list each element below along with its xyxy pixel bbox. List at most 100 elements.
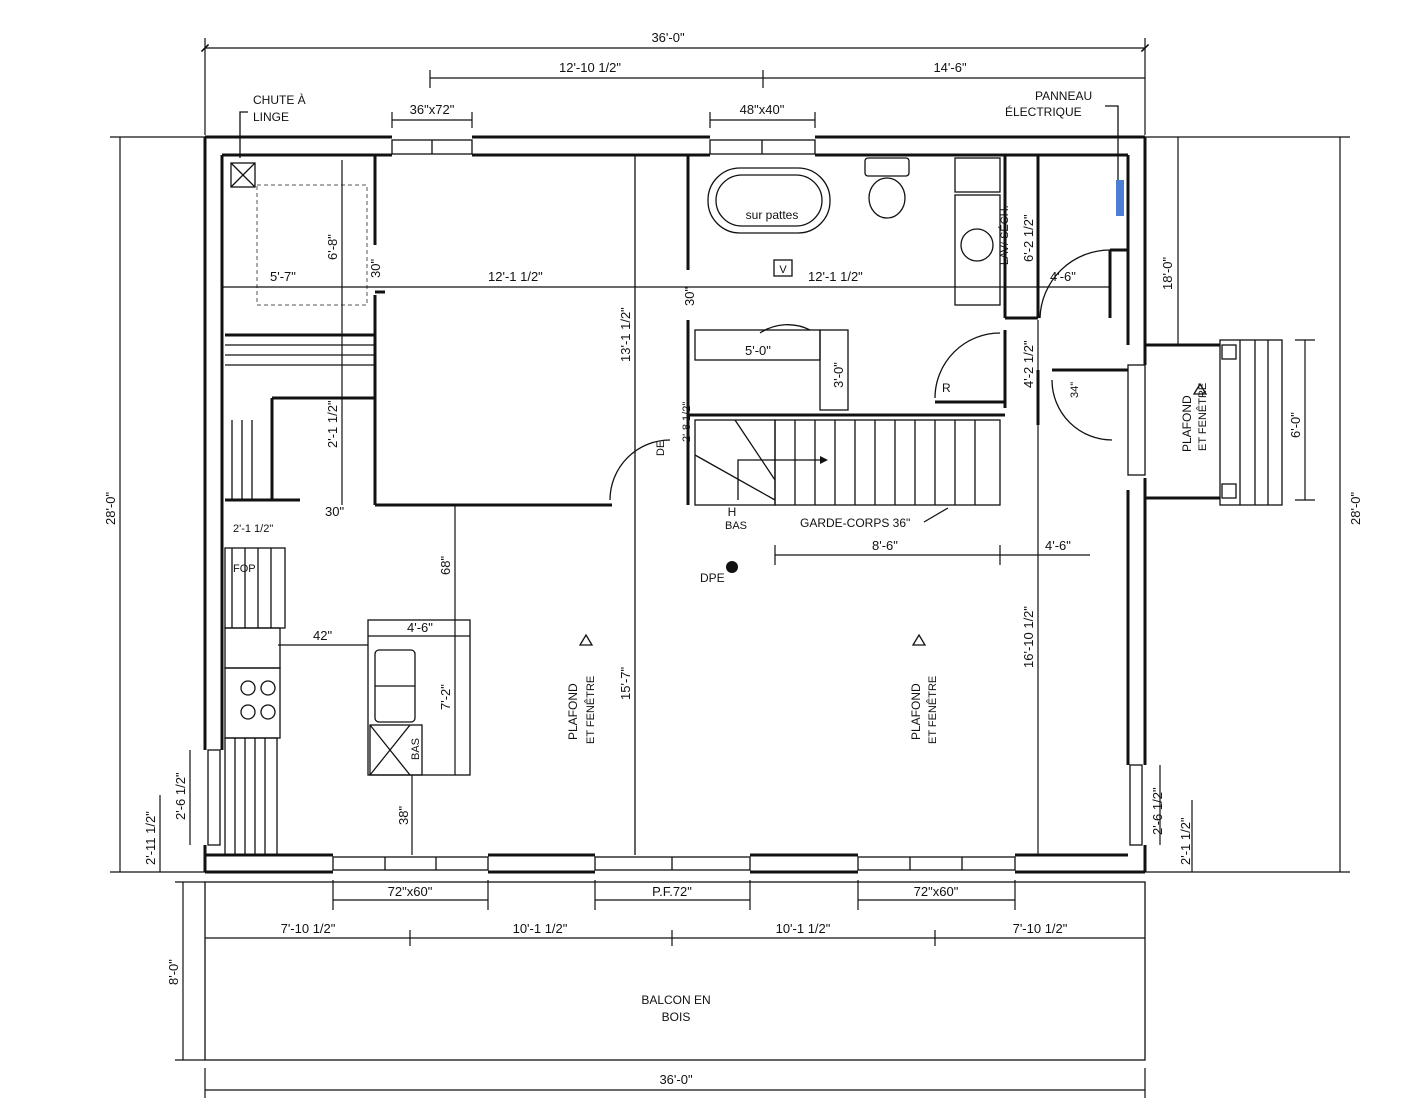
dim-text: 12'-1 1/2"	[488, 269, 543, 284]
chute-leader	[239, 111, 248, 158]
dim-text: 34"	[1069, 382, 1081, 398]
dim-text: 7'-10 1/2"	[1013, 921, 1068, 936]
exterior-walls	[203, 135, 1147, 874]
interior-walls	[225, 155, 1128, 507]
vent-icon	[773, 259, 793, 277]
dim-text: 4'-6"	[1050, 269, 1076, 284]
dim-text: 38"	[396, 806, 411, 825]
balcony	[204, 881, 1146, 1061]
dim-text: 68"	[438, 556, 453, 575]
stair-h-label: H	[728, 505, 737, 519]
panneau-label-1: PANNEAU	[1035, 89, 1092, 103]
de-label: DE	[655, 441, 667, 456]
window-label: 72"x60"	[914, 884, 959, 899]
chute-label-1: CHUTE À	[253, 92, 306, 107]
chute-icon	[230, 162, 256, 188]
dim-text: 14'-6"	[933, 60, 967, 75]
dim-text: 7'-10 1/2"	[281, 921, 336, 936]
dim-text: 42"	[313, 628, 332, 643]
garde-corps-label: GARDE-CORPS 36"	[800, 516, 910, 530]
dim-text: 36'-0"	[651, 30, 685, 45]
dpe-label: DPE	[700, 571, 725, 585]
dim-text: 16'-10 1/2"	[1021, 606, 1036, 668]
dim-text: 15'-7"	[618, 666, 633, 700]
dim-overall-right: 28'-0"	[1348, 491, 1363, 525]
dim-text: 13'-1 1/2"	[618, 307, 633, 362]
plafond-label-3b: ET FENÊTRE	[1196, 383, 1209, 451]
window-right-side	[1129, 764, 1143, 846]
dim-text: 2'-11 1/2"	[143, 811, 158, 865]
toilet-icon	[864, 157, 910, 177]
window-callout-top-right: 48"x40"	[709, 102, 816, 128]
chute-dashed-area	[256, 184, 368, 306]
dim-text: 4'-6"	[1045, 538, 1071, 553]
vent-label: V	[779, 264, 787, 276]
dim-text: 3'-0"	[831, 362, 846, 388]
door-swing-34	[1051, 379, 1113, 441]
dim-text: 30"	[368, 259, 383, 278]
balcony-label-2: BOIS	[662, 1010, 691, 1024]
fop-label: FOP	[233, 563, 256, 575]
dim-bottom-segments: 7'-10 1/2" 10'-1 1/2" 10'-1 1/2" 7'-10 1…	[205, 921, 1145, 946]
dim-text: 10'-1 1/2"	[513, 921, 568, 936]
laundry-unit	[954, 194, 1001, 306]
dim-text: 2'-6 1/2"	[173, 772, 188, 820]
arrow-icon	[578, 633, 594, 646]
window-label: 72"x60"	[388, 884, 433, 899]
dim-top-segments: 12'-10 1/2" 14'-6"	[429, 60, 1145, 88]
plafond-label-3a: PLAFOND	[1180, 395, 1194, 452]
dim-overall-bottom: 36'-0"	[204, 1068, 1146, 1098]
window-callout-bottom: 72"x60" P.F.72" 72"x60"	[332, 880, 1016, 910]
dim-overall-top: 36'-0"	[200, 30, 1150, 135]
dim-text: 8'-6"	[872, 538, 898, 553]
dim-text: 8'-0"	[166, 959, 181, 985]
window-label: P.F.72"	[652, 884, 692, 899]
window-callout-top-left: 36"x72"	[391, 102, 473, 128]
window-left-side	[207, 749, 221, 846]
chute-label-2: LINGE	[253, 110, 289, 124]
window-bottom-right	[857, 856, 1016, 871]
dim-text: 10'-1 1/2"	[776, 921, 831, 936]
door-swing	[759, 324, 811, 334]
dim-text: 36'-0"	[659, 1072, 693, 1087]
staircase	[694, 419, 1001, 506]
panneau-label-2: ÉLECTRIQUE	[1005, 104, 1082, 119]
plafond-label-1a: PLAFOND	[566, 683, 580, 740]
dim-text: 18'-0"	[1160, 256, 1175, 290]
dim-text: 2'-8 1/2"	[681, 402, 693, 442]
plafond-label-1b: ET FENÊTRE	[584, 676, 597, 744]
laundry-label: LAV/ SÉCH.	[998, 205, 1011, 265]
shelving	[225, 344, 375, 500]
entry-deck	[1145, 339, 1283, 506]
dim-text: 4'-6"	[407, 620, 433, 635]
sink-icon	[954, 157, 1001, 193]
plafond-label-2a: PLAFOND	[909, 683, 923, 740]
electrical-panel-icon	[1116, 180, 1124, 216]
dim-text: 2'-1 1/2"	[325, 400, 340, 448]
dim-text: 30"	[325, 504, 344, 519]
window-label: 48"x40"	[740, 102, 785, 117]
window-label: 36"x72"	[410, 102, 455, 117]
stair-bas-label: BAS	[725, 520, 747, 532]
dim-text: 12'-1 1/2"	[808, 269, 863, 284]
dim-overall-left: 28'-0"	[103, 491, 118, 525]
dim-text: 6'-2 1/2"	[1021, 214, 1036, 262]
range-label: R	[942, 381, 951, 395]
balcony-label-1: BALCON EN	[641, 993, 710, 1007]
dim-text: 6'-8"	[325, 234, 340, 260]
dim-text: 7'-2"	[438, 684, 453, 710]
dim-text: 2'-1 1/2"	[233, 523, 273, 535]
kitchen-counters	[224, 547, 286, 856]
dim-text: 5'-0"	[745, 343, 771, 358]
door-swing-r	[934, 332, 1001, 399]
arrow-icon	[911, 633, 927, 646]
dim-text: 6'-0"	[1288, 412, 1303, 438]
bathtub-icon	[707, 167, 831, 234]
door-swing-de	[609, 439, 671, 501]
panneau-leader	[1105, 105, 1119, 180]
plafond-label-2b: ET FENÊTRE	[926, 676, 939, 744]
island-bas-label: BAS	[410, 738, 422, 760]
dim-text: 12'-10 1/2"	[559, 60, 621, 75]
bathtub-label: sur pattes	[746, 208, 799, 222]
